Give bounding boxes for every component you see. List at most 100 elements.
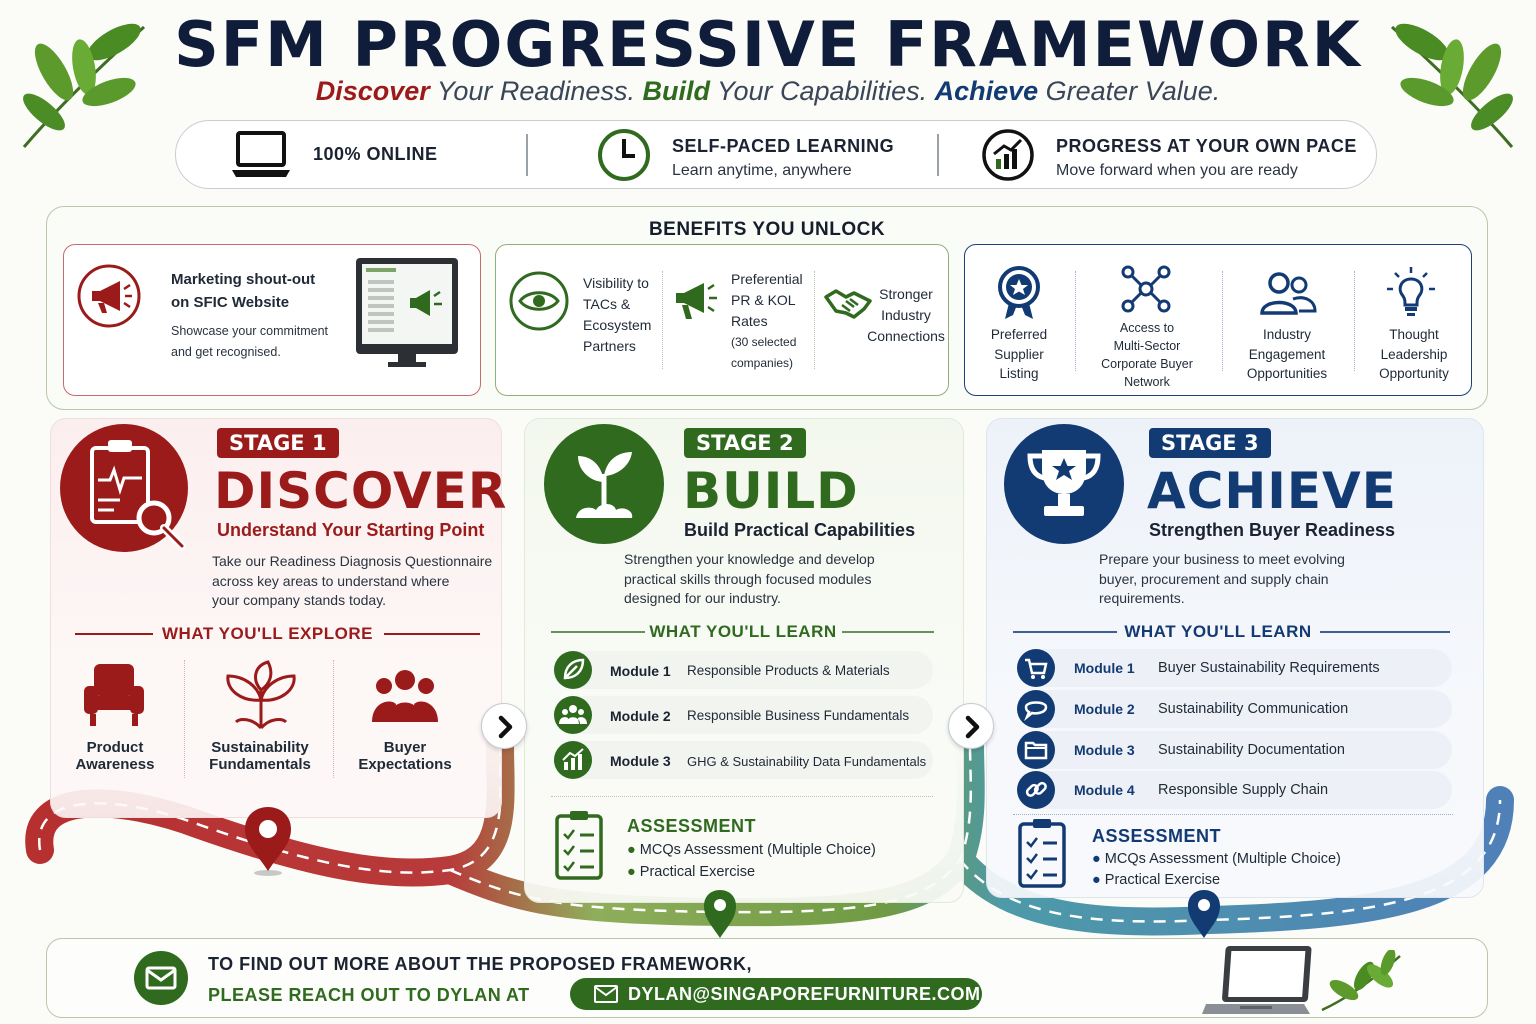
- footer-line1: TO FIND OUT MORE ABOUT THE PROPOSED FRAM…: [208, 954, 752, 974]
- stage2-module-row[interactable]: [553, 696, 933, 734]
- eye-icon: [509, 271, 569, 331]
- stage2-assessment-item2-text: Practical Exercise: [639, 864, 756, 880]
- benefit-thought-line3: Opportunity: [1379, 366, 1449, 381]
- divider: [551, 631, 645, 633]
- stage2-assessment-title: ASSESSMENT: [627, 816, 757, 836]
- clipboard-diagnosis-icon: [60, 424, 188, 552]
- stage2-module-row[interactable]: [553, 741, 933, 779]
- tagline-build: Build: [642, 76, 710, 106]
- award-badge-icon: [998, 266, 1040, 319]
- divider: [75, 633, 153, 635]
- email-address: DYLAN@SINGAPOREFURNITURE.COM: [628, 983, 981, 1004]
- stage2-desc-line2: practical skills through focused modules: [624, 570, 872, 587]
- checklist-icon: [555, 811, 603, 880]
- divider: [184, 660, 185, 778]
- divider: [842, 631, 934, 633]
- stage1-subtitle: Understand Your Starting Point: [217, 520, 485, 540]
- location-pin-icon: [1188, 890, 1220, 938]
- team-icon: [554, 696, 592, 734]
- buyers-group-icon: [372, 670, 438, 722]
- divider: [662, 271, 663, 369]
- marketing-desc-line2: and get recognised.: [171, 345, 281, 359]
- stage3-name: ACHIEVE: [1147, 462, 1397, 520]
- stage2-module1-num: Module 1: [610, 663, 671, 679]
- stage2-desc-line3: designed for our industry.: [624, 590, 781, 606]
- benefit-visibility-line3: Ecosystem: [583, 317, 652, 333]
- stage3-badge: STAGE 3: [1149, 428, 1271, 458]
- stage1-desc-line3: your company stands today.: [212, 592, 387, 608]
- benefit-preferred-line2: Supplier: [994, 346, 1044, 362]
- stage3-module2-text: Sustainability Communication: [1158, 701, 1349, 717]
- chevron-right-icon: [498, 715, 513, 739]
- people-group-icon: [1260, 272, 1317, 315]
- stage2-section-title: WHAT YOU'LL LEARN: [649, 622, 837, 641]
- handshake-icon: [824, 289, 872, 319]
- marketing-title-line1: Marketing shout-out: [171, 271, 316, 288]
- stage1-desc-line2: across key areas to understand where: [212, 572, 450, 589]
- benefit-pr-note1: (30 selected: [731, 335, 797, 349]
- leaf-branch-left-icon: [22, 23, 146, 148]
- tagline-build-rest: Your Capabilities.: [709, 76, 935, 106]
- stage3-assessment-title: ASSESSMENT: [1092, 826, 1222, 846]
- stage3-module1-text: Buyer Sustainability Requirements: [1158, 660, 1380, 676]
- stage3-module-row[interactable]: [1017, 731, 1452, 769]
- benefit-industry-line3: Opportunities: [1246, 366, 1328, 381]
- leaf-icon: [554, 651, 592, 689]
- explore-product-line2: Awareness: [75, 756, 155, 773]
- explore-sustainability-line1: Sustainability: [211, 739, 309, 756]
- benefits-title: BENEFITS YOU UNLOCK: [648, 219, 886, 240]
- shopping-cart-icon: [1017, 649, 1055, 687]
- stage3-subtitle: Strengthen Buyer Readiness: [1149, 520, 1396, 540]
- divider: [333, 660, 334, 778]
- marketing-title-line2: on SFIC Website: [171, 294, 290, 311]
- features-bar: 100% ONLINE SELF-PACED LEARNING Learn an…: [175, 120, 1377, 189]
- stage3-module-row[interactable]: [1017, 649, 1452, 687]
- email-link[interactable]: DYLAN@SINGAPOREFURNITURE.COM: [570, 978, 982, 1010]
- envelope-icon: [134, 951, 188, 1005]
- next-stage-button[interactable]: [481, 703, 527, 749]
- stage3-assessment-item1: ● MCQs Assessment (Multiple Choice): [1092, 851, 1341, 867]
- benefit-marketing-card: Marketing shout-out on SFIC Website Show…: [63, 244, 481, 396]
- sprout-icon: [544, 424, 664, 544]
- envelope-icon: [594, 985, 618, 1003]
- benefit-pr-note2: companies): [731, 356, 794, 370]
- megaphone-icon: [676, 283, 717, 319]
- next-stage-button[interactable]: [948, 703, 994, 749]
- benefit-visibility-line4: Partners: [583, 338, 636, 354]
- location-pin-icon: [245, 807, 291, 876]
- marketing-desc-line1: Showcase your commitment: [171, 324, 329, 338]
- benefit-access-line4: Network: [1124, 375, 1170, 389]
- tagline-achieve-rest: Greater Value.: [1038, 76, 1221, 106]
- benefit-preferred-line1: Preferred: [990, 327, 1048, 342]
- laptop-icon: [232, 131, 290, 177]
- leaf-sprig-icon: [1321, 950, 1401, 1012]
- stage3-desc-line1: Prepare your business to meet evolving: [1099, 551, 1345, 567]
- benefit-thought-line1: Thought: [1389, 327, 1439, 342]
- explore-buyer-line2: Expectations: [358, 756, 452, 773]
- feature-pace-title: PROGRESS AT YOUR OWN PACE: [1056, 136, 1357, 156]
- stage3-module3-num: Module 3: [1074, 742, 1135, 758]
- stage2-module-row[interactable]: [553, 651, 933, 689]
- divider: [1320, 631, 1450, 633]
- benefit-preferred-line3: Listing: [999, 366, 1039, 381]
- stage2-assessment-item2: ● Practical Exercise: [627, 864, 756, 880]
- checklist-icon: [1018, 819, 1066, 888]
- benefit-blue-card: Preferred Supplier Listing Access to Mul…: [964, 244, 1472, 396]
- footer-line2: PLEASE REACH OUT TO DYLAN AT: [208, 985, 530, 1005]
- benefit-pr-line3: Rates: [731, 313, 768, 329]
- benefit-access-line2: Multi-Sector: [1113, 339, 1181, 353]
- feature-pace-subtitle: Move forward when you are ready: [1056, 162, 1298, 179]
- stage3-module2-num: Module 2: [1074, 701, 1135, 717]
- stage3-module-row[interactable]: [1017, 690, 1452, 728]
- divider: [1075, 271, 1076, 371]
- stage2-name: BUILD: [683, 462, 859, 520]
- trophy-icon: [1004, 424, 1124, 544]
- location-pin-icon: [704, 890, 736, 938]
- divider: [526, 134, 528, 176]
- stage2-module3-num: Module 3: [610, 753, 671, 769]
- stage1-badge: STAGE 1: [217, 428, 339, 458]
- benefit-pr-line1: Preferential: [731, 271, 803, 287]
- stage3-assessment-item2-text: Practical Exercise: [1104, 872, 1221, 888]
- stage3-module-row[interactable]: [1017, 771, 1452, 809]
- benefit-visibility-line1: Visibility to: [583, 275, 649, 291]
